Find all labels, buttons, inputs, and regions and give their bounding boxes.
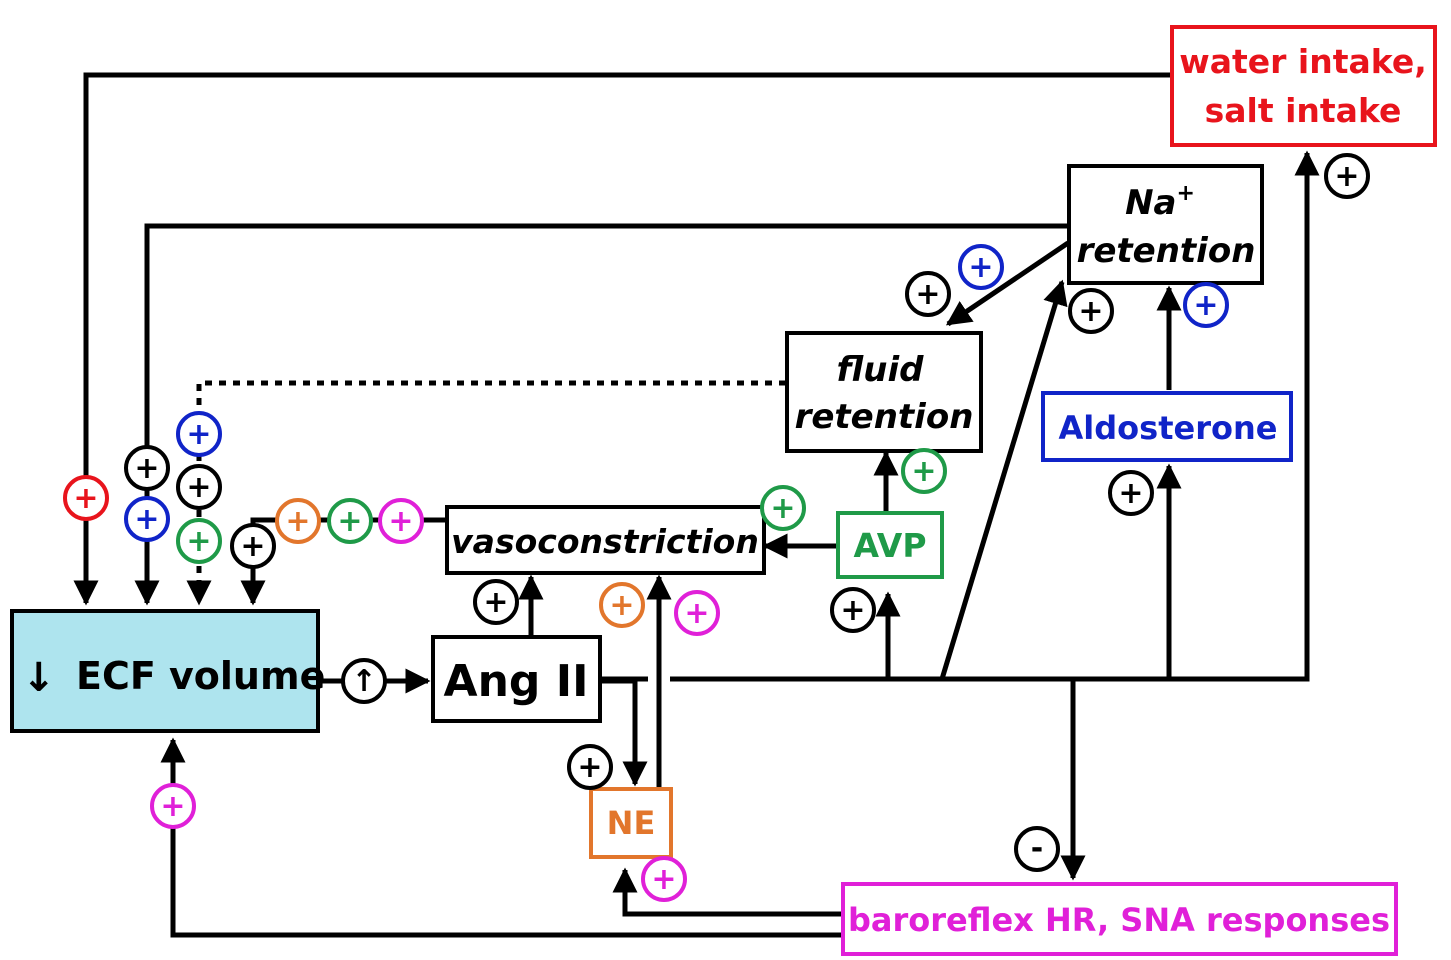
plus-magenta-baro-ne-glyph: + <box>651 862 676 897</box>
plus-blue-na-ecf-sign: + <box>124 496 170 542</box>
plus-magenta-baro-ecf-sign: + <box>150 783 196 829</box>
plus-blue-aldo-na-sign: + <box>1183 282 1229 328</box>
plus-green-fluid-ecf-sign: + <box>176 518 222 564</box>
plus-black-bus-na-sign: + <box>1068 288 1114 334</box>
ne-label: NE <box>607 804 656 842</box>
fluid-retention-box: fluid retention <box>785 331 983 453</box>
up-ecf-ang-sign: ↑ <box>341 658 387 704</box>
bus-to-na-line <box>939 279 1068 680</box>
plus-black-na-fluid-glyph: + <box>915 277 940 312</box>
plus-magenta-baro-ecf-glyph: + <box>160 789 185 824</box>
baro-to-ne-line <box>612 867 842 917</box>
plus-blue-na-fluid-sign: + <box>958 244 1004 290</box>
plus-water-intake-sign: + <box>1324 153 1370 199</box>
avp-box: AVP <box>836 511 944 579</box>
plus-black-na-fluid-sign: + <box>905 271 951 317</box>
plus-black-na-ecf-glyph: + <box>134 451 159 486</box>
water-intake-to-ecf-line <box>73 72 1172 606</box>
plus-magenta-ne-vaso-sign: + <box>674 590 720 636</box>
aldosterone-box: Aldosterone <box>1041 391 1293 462</box>
na-retention-line1: Na+ <box>1125 181 1195 223</box>
na-to-fluid-line <box>945 240 1070 327</box>
plus-blue-aldo-na-glyph: + <box>1193 288 1218 323</box>
plus-green-avp-vaso-glyph: + <box>770 491 795 526</box>
water-intake-line2: salt intake <box>1205 91 1402 130</box>
na-retention-box: Na+ retention <box>1067 164 1264 285</box>
plus-magenta-baro-ne-sign: + <box>641 856 687 902</box>
ecf-arrow-glyph: ↓ <box>22 655 56 701</box>
plus-black-fluid-ecf-sign: + <box>176 464 222 510</box>
plus-red-ecf-glyph: + <box>73 481 98 516</box>
plus-green-vaso-glyph: + <box>337 504 362 539</box>
plus-black-bus-aldo-sign: + <box>1108 470 1154 516</box>
water-salt-intake-box: water intake, salt intake <box>1170 25 1437 147</box>
baroreflex-box: baroreflex HR, SNA responses <box>841 882 1398 956</box>
plus-green-vaso-sign: + <box>327 498 373 544</box>
plus-black-fluid-ecf-glyph: + <box>186 470 211 505</box>
plus-black-ang-vaso-glyph: + <box>483 585 508 620</box>
ang-main-bus-line <box>670 150 1320 682</box>
vasoconstriction-label: vasoconstriction <box>451 522 759 561</box>
baro-to-ecf-line <box>160 737 842 938</box>
plus-green-avp-vaso-sign: + <box>760 485 806 531</box>
ecf-volume-label: ECF volume <box>76 654 325 698</box>
plus-black-bus-avp-glyph: + <box>840 593 865 628</box>
plus-green-fluid-ecf-glyph: + <box>186 524 211 559</box>
plus-orange-vaso-sign: + <box>275 498 321 544</box>
ecf-volume-box: ↓ ECF volume <box>10 609 325 733</box>
plus-red-ecf-sign: + <box>63 475 109 521</box>
water-intake-line1: water intake, <box>1179 42 1427 81</box>
plus-blue-na-fluid-glyph: + <box>968 250 993 285</box>
minus-bus-baro-sign: - <box>1014 826 1060 872</box>
plus-black-ang-vaso-sign: + <box>473 579 519 625</box>
plus-water-intake-glyph: + <box>1334 159 1359 194</box>
plus-orange-ne-vaso-glyph: + <box>609 588 634 623</box>
plus-magenta-vaso-glyph: + <box>388 504 413 539</box>
plus-blue-na-ecf-glyph: + <box>134 502 159 537</box>
ne-box: NE <box>589 787 673 859</box>
plus-black-vaso-ecf-glyph: + <box>240 529 265 564</box>
ang-ii-label: Ang II <box>444 656 589 707</box>
fluid-retention-line2: retention <box>795 397 974 437</box>
plus-magenta-vaso-sign: + <box>378 498 424 544</box>
plus-blue-fluid-ecf-sign: + <box>176 411 222 457</box>
plus-green-avp-fluid-glyph: + <box>911 454 936 489</box>
plus-black-bus-na-glyph: + <box>1078 294 1103 329</box>
ang-ii-box: Ang II <box>431 635 602 723</box>
sign-markers: + + + + + + + + + + + ↑ + + + + + + + + + + + + + + - <box>63 153 1370 902</box>
plus-magenta-ne-vaso-glyph: + <box>684 596 709 631</box>
plus-orange-ne-vaso-sign: + <box>599 582 645 628</box>
plus-blue-fluid-ecf-glyph: + <box>186 417 211 452</box>
plus-orange-vaso-glyph: + <box>285 504 310 539</box>
na-retention-line2: retention <box>1077 231 1256 271</box>
baroreflex-label: baroreflex HR, SNA responses <box>848 901 1390 939</box>
avp-label: AVP <box>853 526 926 565</box>
fluid-retention-line1: fluid <box>837 350 925 390</box>
minus-bus-baro-glyph: - <box>1031 831 1043 866</box>
plus-black-na-ecf-sign: + <box>124 445 170 491</box>
vasoconstriction-box: vasoconstriction <box>445 505 766 575</box>
aldosterone-label: Aldosterone <box>1059 409 1278 447</box>
plus-black-ang-ne-sign: + <box>567 744 613 790</box>
up-ecf-ang-glyph: ↑ <box>351 664 376 699</box>
plus-black-ang-ne-glyph: + <box>577 750 602 785</box>
plus-black-bus-avp-sign: + <box>830 587 876 633</box>
plus-black-bus-aldo-glyph: + <box>1118 476 1143 511</box>
plus-black-vaso-ecf-sign: + <box>230 523 276 569</box>
plus-green-avp-fluid-sign: + <box>901 448 947 494</box>
